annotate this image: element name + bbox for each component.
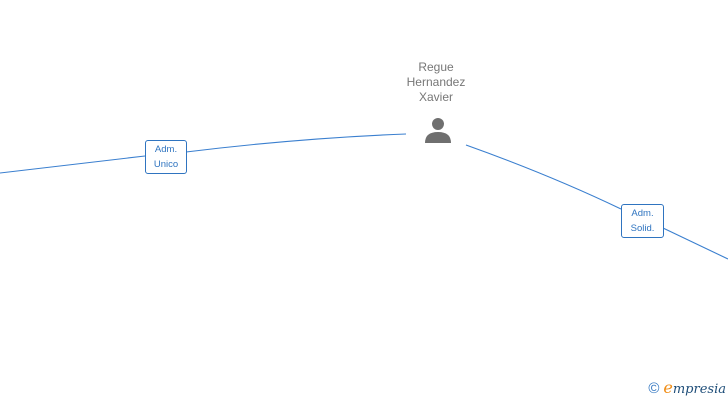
brand-rest: mpresia: [672, 382, 726, 397]
brand-initial: e: [663, 378, 673, 397]
edge-label-line-1: Adm.: [631, 208, 654, 219]
empresia-watermark: © empresia: [648, 378, 726, 398]
person-name-line-2: Hernandez: [406, 75, 466, 89]
brand-logo: empresia: [663, 378, 726, 398]
edge-label-line-2: Unico: [153, 159, 179, 170]
person-name-line-1: Regue: [418, 60, 454, 74]
edge-label-adm-unico[interactable]: Adm. Unico: [145, 140, 187, 174]
copyright-icon: ©: [648, 380, 660, 397]
edge-label-line-1: Adm.: [154, 144, 178, 155]
edge-label-adm-solid[interactable]: Adm. Solid.: [621, 204, 664, 238]
edge-adm-unico: [0, 133, 407, 174]
edge-adm-solid: [465, 144, 728, 260]
edge-label-line-2: Solid.: [630, 223, 655, 234]
person-icon[interactable]: [423, 115, 453, 145]
person-name[interactable]: Regue Hernandez Xavier: [386, 60, 486, 105]
person-name-line-3: Xavier: [418, 90, 453, 104]
